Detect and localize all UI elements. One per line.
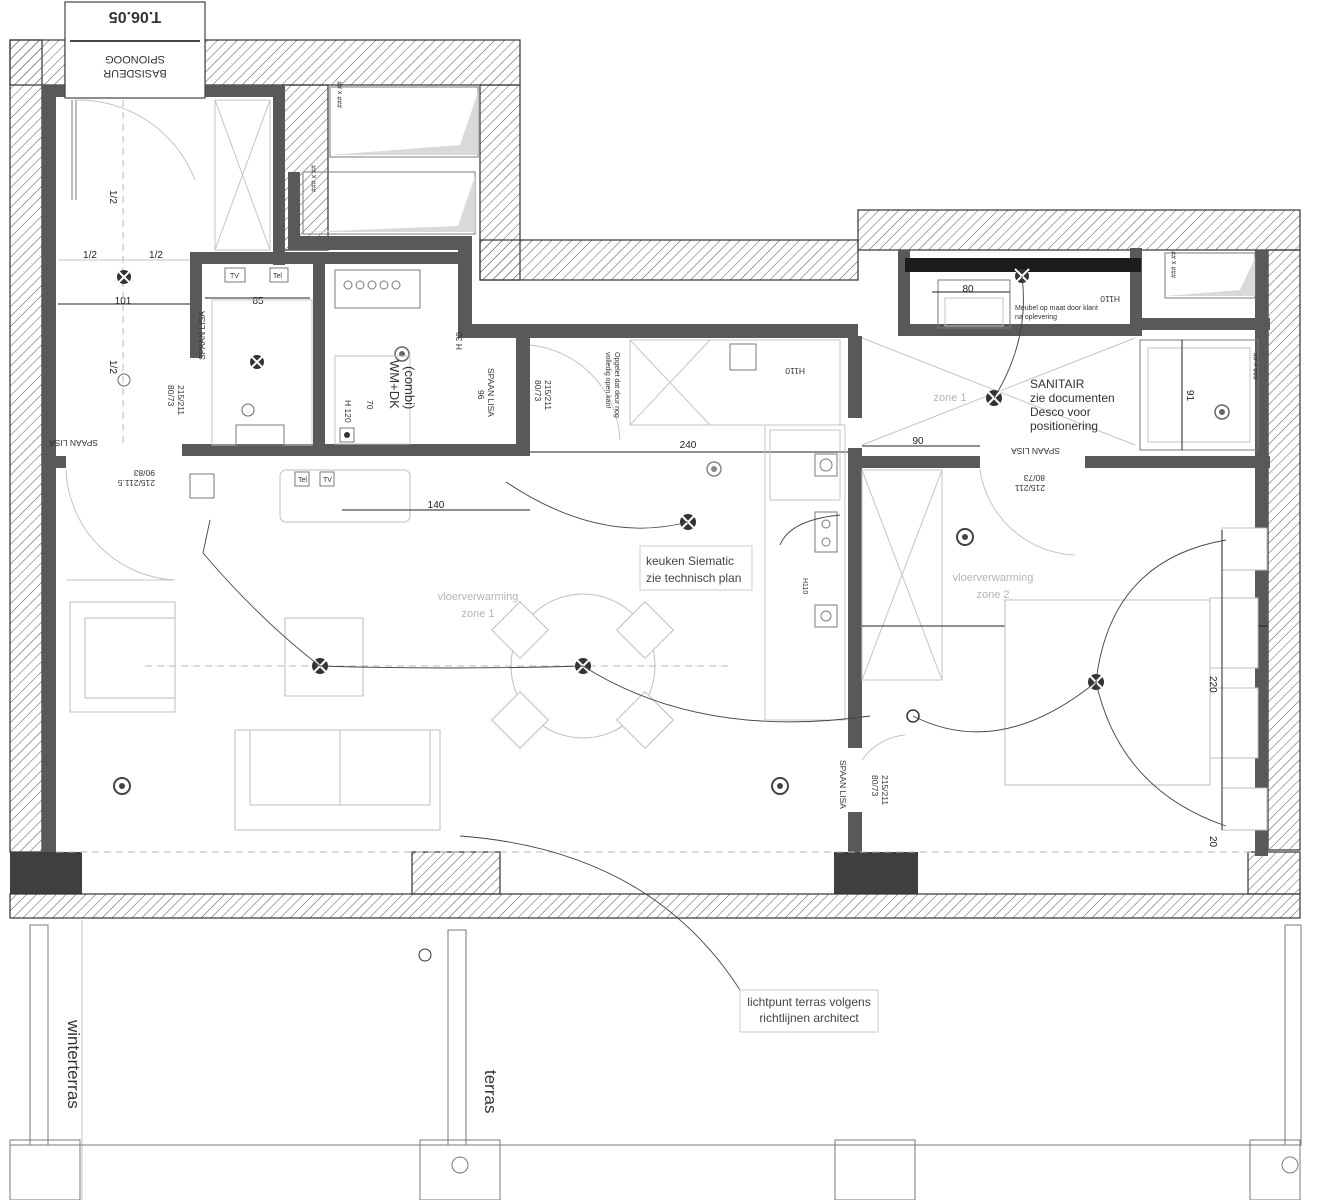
vloer-2-label-2: zone 2	[976, 589, 1009, 601]
wm-dk-combi: (combi)	[402, 366, 417, 409]
vloer-1-label-2: zone 1	[461, 608, 494, 620]
door-height-bath: 215/211	[1015, 483, 1045, 493]
dim-20: 20	[1207, 836, 1218, 848]
sanitair-label-1: SANITAIR	[1030, 377, 1085, 391]
door-height-laundry: 215/211	[543, 380, 553, 410]
dim-96: 96	[476, 390, 486, 400]
living-room: Tel TV 140 90/83 215/211.5 vloerverwarmi…	[56, 468, 1255, 991]
dim-half-4: 1/2	[107, 360, 118, 374]
window-tag-4: ### x ##	[1253, 353, 1260, 380]
unit-code: T.06.05	[109, 8, 162, 25]
dim-101: 101	[115, 296, 132, 307]
h120-label: H 120	[343, 400, 353, 423]
door-size-hall: 80/73	[166, 385, 176, 407]
tv-toilet: TV	[230, 273, 239, 280]
vloer-2-label-1: vloerverwarming	[953, 572, 1034, 584]
dim-half-3: 1/2	[107, 190, 118, 204]
dim-half-1: 1/2	[83, 250, 97, 261]
dim-half-2: 1/2	[149, 250, 163, 261]
sanitair-label-4: positionering	[1030, 419, 1098, 433]
entry-door-label-1: BASISDEUR	[103, 67, 167, 79]
window-tag-2: ### x ##	[311, 165, 318, 192]
bedroom: 310 vloerverwarming zone 2 220 20 SPAAN …	[838, 469, 1268, 848]
door-size-living: 90/83	[133, 468, 155, 478]
entry-hall: 101 1/2 1/2 1/2 1/2 80/73 215/211 SPAAN …	[49, 99, 271, 448]
terras-label: terras	[481, 1070, 500, 1113]
window-niches: ### x ## ### x ## ### x ## ### x ##	[302, 81, 1260, 380]
terrace-zone: lichtpunt terras volgens richtlijnen arc…	[9, 920, 1302, 1200]
spaan-lisa-bedroom: SPAAN LISA	[838, 760, 848, 809]
dim-91: 91	[1184, 390, 1195, 402]
keuken-label-1: keuken Siematic	[646, 554, 734, 568]
zone-1-bath: zone 1	[933, 392, 966, 404]
dim-85: 85	[252, 296, 264, 307]
keuken-label-2: zie technisch plan	[646, 571, 741, 585]
dim-90: 90	[912, 436, 924, 447]
window-tag-3: ### x ##	[1171, 251, 1178, 278]
door-size-bath: 80/73	[1023, 473, 1045, 483]
terras-light-note-2: richtlijnen architect	[759, 1011, 859, 1025]
dim-70: 70	[365, 400, 375, 410]
h30-label: H 30	[454, 332, 464, 350]
laundry-room: WM+DK (combi) H 120 70 H 30 SPAAN LISA 9…	[334, 269, 621, 445]
dim-140: 140	[428, 500, 445, 511]
tv-living: TV	[323, 477, 332, 484]
h110-kitchen-2: H110	[801, 578, 808, 594]
sanitair-label-3: Desco voor	[1030, 405, 1091, 419]
dim-220: 220	[1207, 676, 1218, 693]
tel-toilet: Tel	[273, 273, 282, 280]
terras-light-note-1: lichtpunt terras volgens	[747, 995, 870, 1009]
door-height-bedroom: 215/211	[880, 775, 890, 805]
entry-door: T.06.05 BASISDEUR SPIONOOG	[64, 1, 206, 200]
kitchen: H110 240 H110 keuken Siematic zie techni…	[530, 339, 848, 721]
wm-dk-label: WM+DK	[387, 360, 402, 409]
vloer-1-label-1: vloerverwarming	[438, 591, 519, 603]
meubel-note-2: na oplevering	[1015, 314, 1057, 321]
interior-walls	[42, 85, 1270, 856]
meubel-note-1: Meubel op maat door klant	[1015, 305, 1098, 312]
door-note-1: Opgelet dat deur nog	[613, 352, 620, 418]
toilet-room: TV Tel 85	[205, 267, 313, 446]
h110-kitchen: H110	[785, 366, 805, 376]
entry-door-label-2: SPIONOOG	[105, 53, 165, 65]
sanitair-label-2: zie documenten	[1030, 391, 1115, 405]
door-size-bedroom: 80/73	[870, 775, 880, 797]
exterior-walls	[9, 39, 1301, 919]
door-height-hall: 215/211	[176, 385, 186, 415]
door-size-laundry: 80/73	[533, 380, 543, 402]
dim-80: 80	[962, 284, 974, 295]
door-height-living: 215/211.5	[118, 478, 155, 488]
spaan-lisa-hall: SPAAN LISA	[49, 438, 98, 448]
door-note-2: volledig open kan!	[604, 352, 611, 408]
spaan-lisa-bath: SPAAN LISA	[1011, 446, 1060, 456]
h110-bath: H110	[1100, 294, 1120, 304]
spaan-lisa-toilet: SPAAN LISA	[197, 311, 207, 360]
bathroom: 80 H110 Meubel op maat door klant na opl…	[861, 268, 1259, 556]
winterterras-label: winterterras	[64, 1019, 83, 1109]
dim-240: 240	[680, 440, 697, 451]
tel-living: Tel	[298, 477, 307, 484]
spaan-lisa-laundry: SPAAN LISA	[486, 368, 496, 417]
window-tag-1: ### x ##	[337, 81, 344, 108]
